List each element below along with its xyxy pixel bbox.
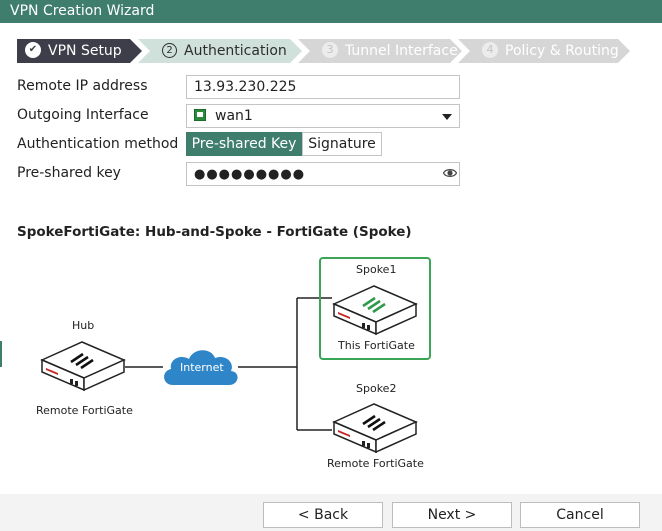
- step-vpn-setup[interactable]: ✔ VPN Setup: [17, 39, 142, 63]
- step-label: VPN Setup: [48, 43, 122, 59]
- spoke2-caption: Remote FortiGate: [327, 457, 424, 470]
- step-number: 3: [322, 42, 338, 58]
- step-number: 2: [162, 43, 177, 58]
- spoke1-caption: This FortiGate: [338, 339, 415, 352]
- step-label: Policy & Routing: [505, 43, 619, 59]
- spoke1-label: Spoke1: [356, 263, 397, 276]
- checkmark-icon: ✔: [25, 42, 41, 58]
- psk-input[interactable]: ●●●●●●●●●: [186, 162, 460, 186]
- topology-diagram: Hub Remote FortiGate Internet Spoke1 Thi…: [0, 250, 662, 480]
- remote-ip-label: Remote IP address: [17, 78, 148, 94]
- hub-label: Hub: [72, 319, 95, 332]
- step-label: Tunnel Interface: [345, 43, 458, 59]
- remote-ip-input[interactable]: [186, 75, 460, 99]
- cloud-icon: [164, 350, 238, 385]
- psk-label: Pre-shared key: [17, 165, 121, 181]
- network-port-icon: [194, 109, 206, 121]
- step-label: Authentication: [184, 43, 287, 59]
- auth-option-signature[interactable]: Signature: [302, 132, 382, 156]
- topology-lines: [125, 297, 332, 431]
- topology-title: SpokeFortiGate: Hub-and-Spoke - FortiGat…: [17, 224, 412, 240]
- spoke1-fortigate-device: [332, 285, 418, 336]
- step-number: 4: [482, 42, 498, 58]
- auth-option-preshared-key[interactable]: Pre-shared Key: [186, 132, 302, 156]
- step-policy-routing: 4 Policy & Routing: [458, 39, 630, 63]
- next-button[interactable]: Next >: [392, 502, 512, 528]
- outgoing-interface-select[interactable]: wan1: [186, 104, 460, 128]
- eye-icon[interactable]: [443, 167, 457, 179]
- hub-caption: Remote FortiGate: [36, 404, 133, 417]
- internet-label: Internet: [180, 361, 224, 374]
- auth-method-label: Authentication method: [17, 136, 179, 152]
- cancel-button[interactable]: Cancel: [520, 502, 640, 528]
- spoke2-fortigate-device: [332, 403, 418, 454]
- hub-fortigate-device: [40, 341, 126, 392]
- psk-masked-value: ●●●●●●●●●: [194, 167, 306, 182]
- window-title: VPN Creation Wizard: [0, 0, 662, 23]
- window-edge-marker: [0, 341, 2, 367]
- outgoing-interface-label: Outgoing Interface: [17, 107, 149, 123]
- outgoing-interface-value: wan1: [215, 108, 253, 124]
- spoke2-label: Spoke2: [356, 382, 397, 395]
- step-tunnel-interface: 3 Tunnel Interface: [298, 39, 462, 63]
- wizard-steps: ✔ VPN Setup 2 Authentication 3 Tunnel Inter…: [17, 39, 637, 63]
- step-authentication[interactable]: 2 Authentication: [138, 39, 302, 63]
- chevron-down-icon: [442, 114, 452, 120]
- back-button[interactable]: < Back: [263, 502, 383, 528]
- spoke1-highlight-box: [319, 257, 431, 360]
